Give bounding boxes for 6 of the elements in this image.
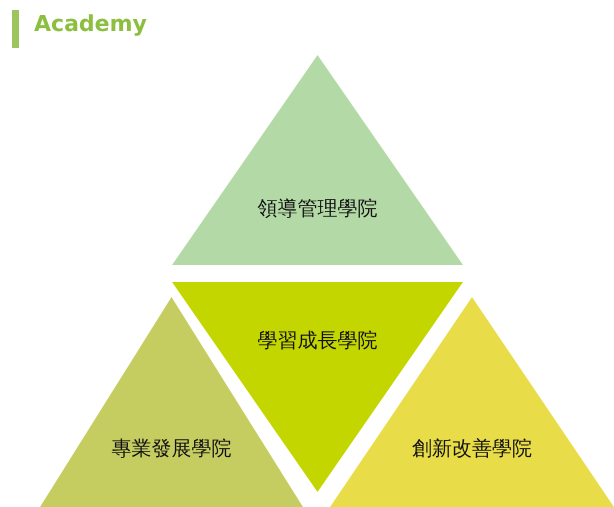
triangle-segment [172,55,463,265]
node-label: 學習成長學院 [258,327,378,354]
node-label: 領導管理學院 [258,195,378,222]
node-label: 專業發展學院 [112,435,232,462]
title: Academy [34,11,147,39]
node-label: 創新改善學院 [412,435,532,462]
